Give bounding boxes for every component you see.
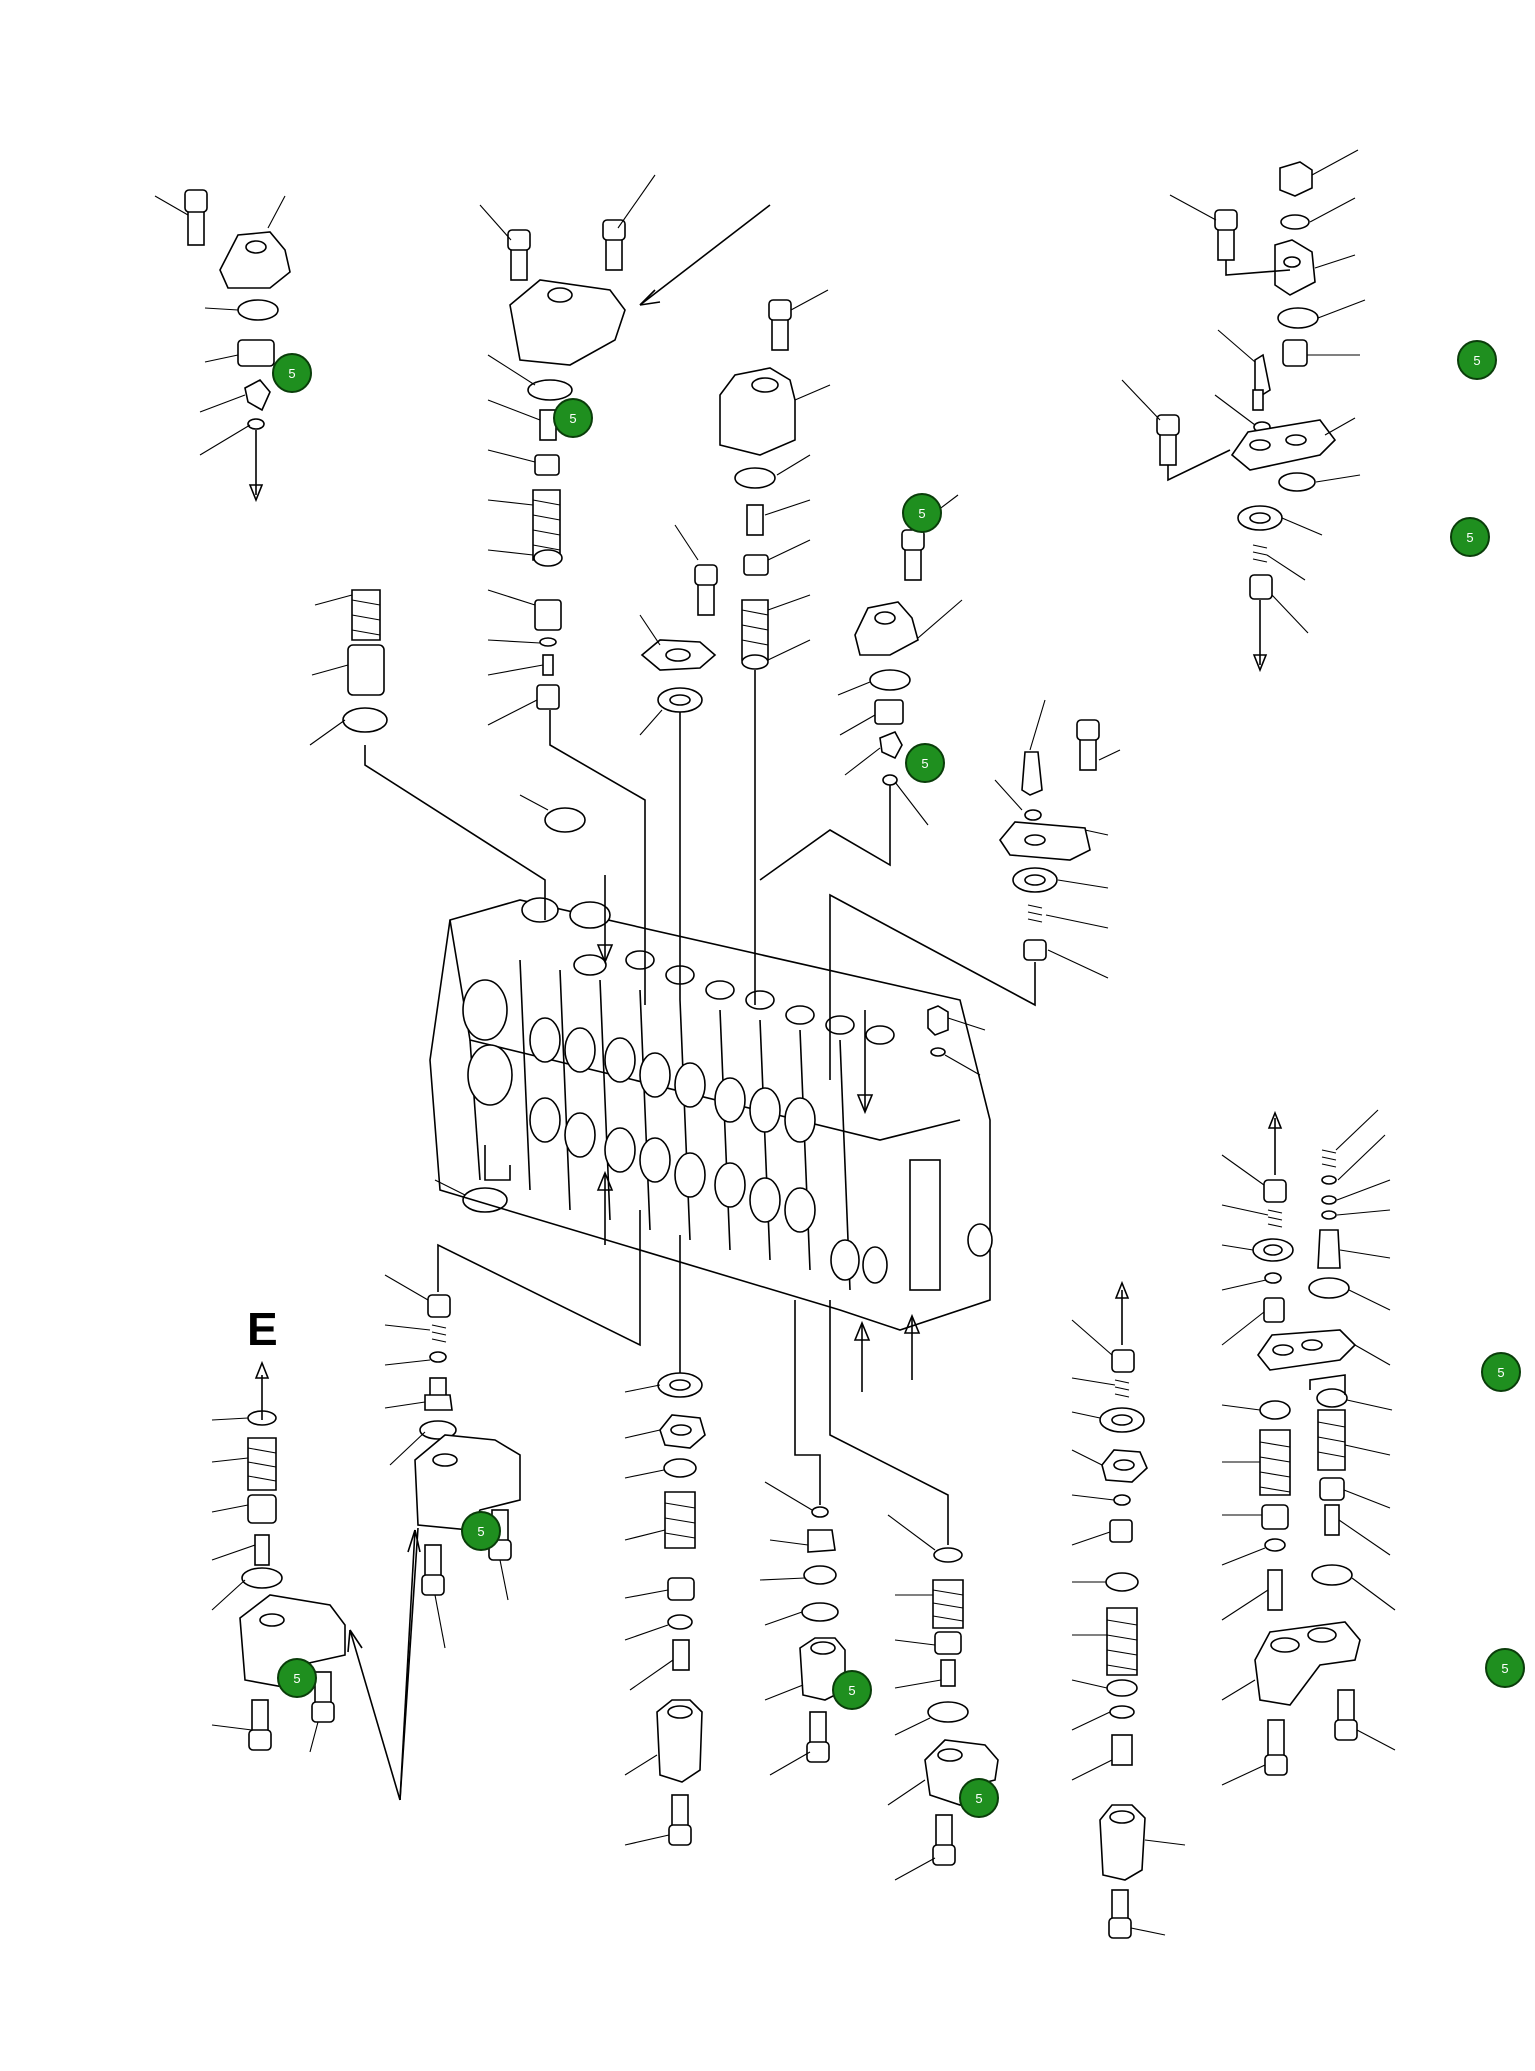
badge-circle <box>1457 340 1497 380</box>
badge-number: 5 <box>921 756 928 771</box>
badge-b6: 5 <box>1450 517 1490 557</box>
center-flange-assembly <box>639 524 718 1000</box>
top-right-assembly <box>1121 149 1366 673</box>
badge-circle <box>902 493 942 533</box>
badge-number: 5 <box>975 1791 982 1806</box>
badge-b10: 5 <box>959 1778 999 1818</box>
badge-number: 5 <box>1473 353 1480 368</box>
badge-b5: 5 <box>1457 340 1497 380</box>
badge-b2: 5 <box>553 398 593 438</box>
badge-b7: 5 <box>461 1511 501 1551</box>
body-plug <box>927 1005 986 1076</box>
badge-number: 5 <box>918 506 925 521</box>
badge-b4: 5 <box>905 743 945 783</box>
badge-number: 5 <box>293 1671 300 1686</box>
badge-number: 5 <box>1501 1661 1508 1676</box>
bottom-center-right-assembly-b <box>829 1300 999 1881</box>
badge-circle <box>832 1670 872 1710</box>
badge-b9: 5 <box>832 1670 872 1710</box>
badge-layer: 5 5 5 5 5 5 5 5 5 5 5 5 <box>272 340 1525 1818</box>
badge-circle <box>461 1511 501 1551</box>
right-center-cap-assembly <box>759 494 963 881</box>
badge-number: 5 <box>288 366 295 381</box>
right-mid-flange-assembly <box>829 699 1121 1080</box>
badge-b3: 5 <box>902 493 942 533</box>
badge-b8: 5 <box>277 1658 317 1698</box>
badge-circle <box>1450 517 1490 557</box>
bottom-left-center-assembly <box>384 1145 641 1649</box>
bottom-center-right-assembly-a <box>759 1300 846 1776</box>
badge-circle <box>1481 1352 1521 1392</box>
top-center-left-assembly <box>364 174 771 1005</box>
badge-number: 5 <box>569 411 576 426</box>
badge-circle <box>272 353 312 393</box>
badge-circle <box>553 398 593 438</box>
badge-b12: 5 <box>1485 1648 1525 1688</box>
badge-number: 5 <box>477 1524 484 1539</box>
direction-label-e: E <box>247 1303 278 1355</box>
badge-circle <box>959 1778 999 1818</box>
top-left-cap-assembly <box>154 189 291 503</box>
bottom-center-stack <box>624 1235 706 1846</box>
left-spring-sleeve <box>309 589 586 833</box>
bottom-right-stack-2 <box>1221 1110 1396 1786</box>
bottom-right-stack-3 <box>1308 1109 1396 1611</box>
main-valve-block <box>429 897 993 1331</box>
badge-number: 5 <box>1466 530 1473 545</box>
top-center-cap-assembly <box>719 289 831 1005</box>
badge-b11: 5 <box>1481 1352 1521 1392</box>
badge-number: 5 <box>1497 1365 1504 1380</box>
badge-circle <box>277 1658 317 1698</box>
bottom-right-stack-1 <box>1071 1280 1186 1939</box>
flow-arrows <box>596 875 921 1392</box>
badge-circle <box>1485 1648 1525 1688</box>
badge-number: 5 <box>848 1683 855 1698</box>
badge-circle <box>905 743 945 783</box>
badge-b1: 5 <box>272 353 312 393</box>
bottom-left-assembly <box>211 1360 421 1801</box>
